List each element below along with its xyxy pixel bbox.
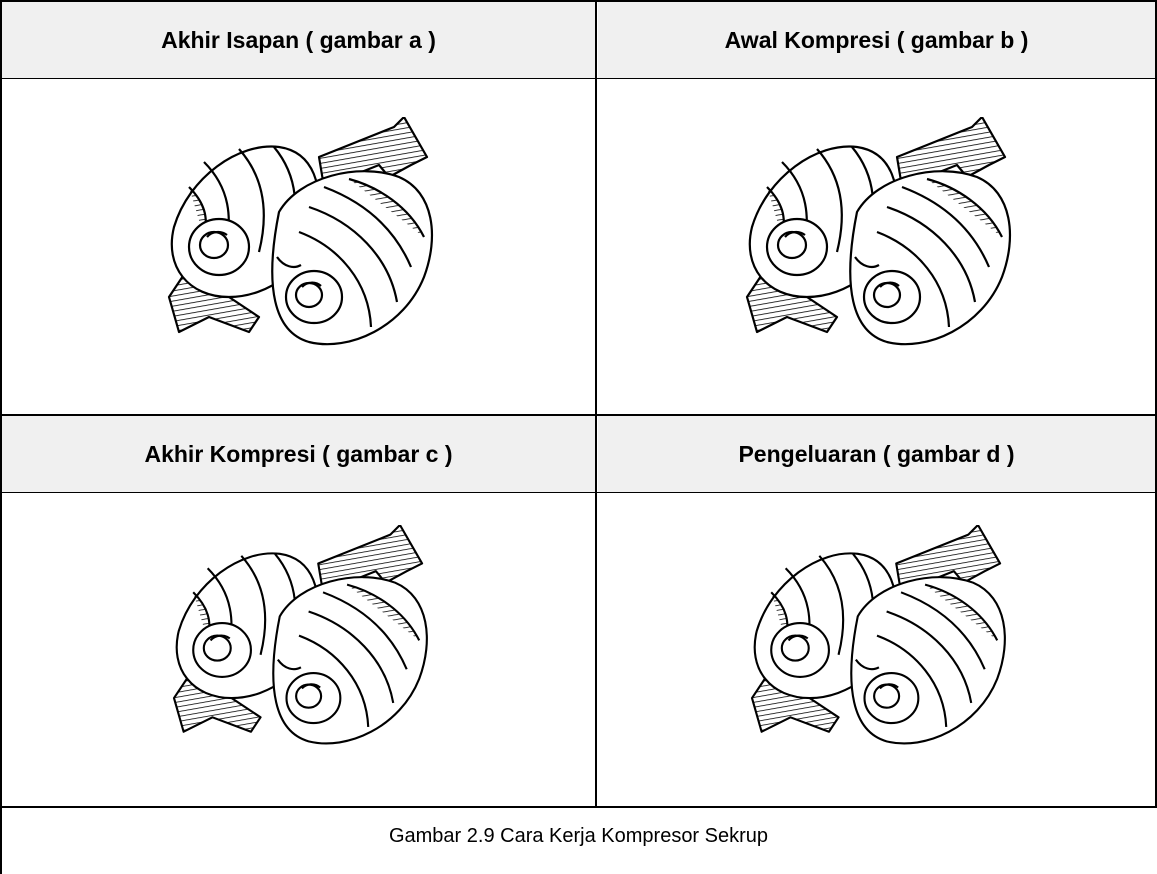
figure-cell-b (598, 80, 1155, 414)
header-awal-kompresi: Awal Kompresi ( gambar b ) (598, 2, 1155, 78)
header-akhir-isapan: Akhir Isapan ( gambar a ) (2, 2, 595, 78)
screw-compressor-b-icon (727, 117, 1027, 377)
figure-cell-c (2, 494, 595, 806)
figure-cell-d (598, 494, 1155, 806)
header-pengeluaran: Pengeluaran ( gambar d ) (598, 416, 1155, 492)
figure-cell-a (2, 80, 595, 414)
screw-compressor-a-icon (149, 117, 449, 377)
figure-caption: Gambar 2.9 Cara Kerja Kompresor Sekrup (1, 806, 1156, 866)
screw-compressor-d-icon (727, 525, 1027, 775)
screw-compressor-c-icon (149, 525, 449, 775)
header-akhir-kompresi: Akhir Kompresi ( gambar c ) (2, 416, 595, 492)
